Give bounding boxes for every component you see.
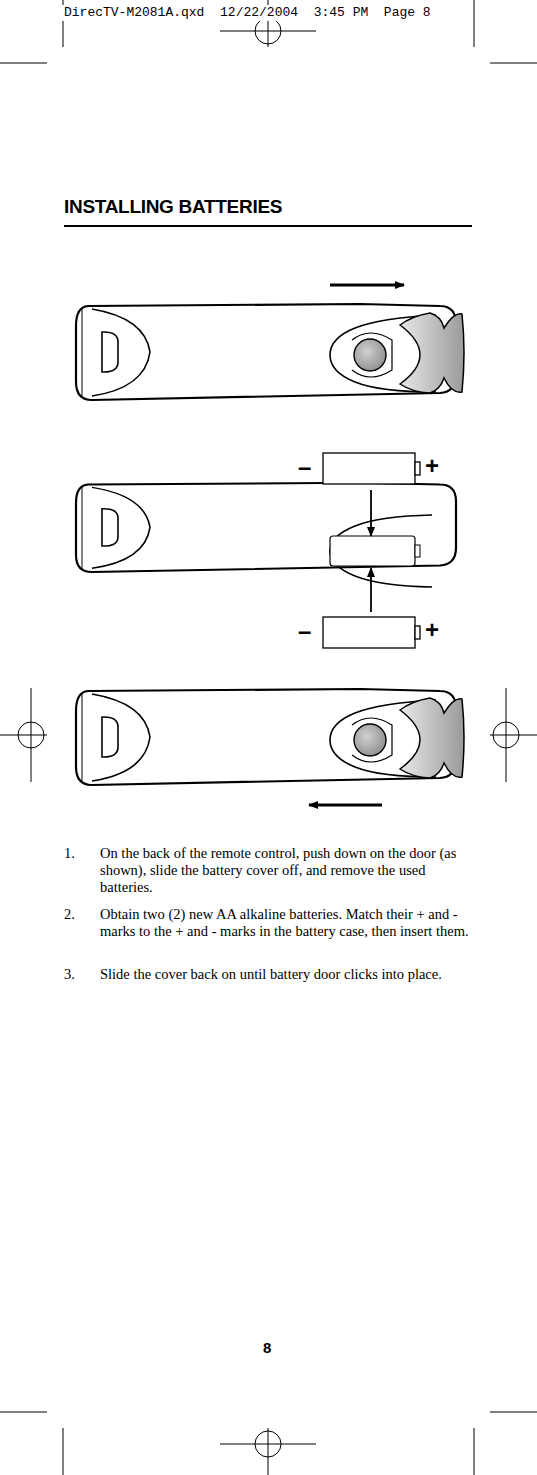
step-number: 2.: [64, 906, 75, 923]
remote-closed: [76, 689, 464, 785]
insert-arrow: [370, 490, 372, 536]
minus-mark: –: [298, 618, 311, 644]
title-rule: [64, 225, 472, 227]
plus-mark: +: [425, 617, 439, 643]
battery-compartment: [330, 515, 432, 587]
file-header: DirecTV-M2081A.qxd 12/22/2004 3:45 PM Pa…: [62, 5, 433, 21]
slide-arrow: [330, 284, 404, 287]
step-number: 3.: [64, 966, 75, 983]
step-text: On the back of the remote control, push …: [100, 845, 475, 896]
slide-arrow: [309, 804, 382, 807]
step-number: 1.: [64, 845, 75, 862]
page-title: INSTALLING BATTERIES: [64, 195, 282, 219]
remote-closed: [76, 304, 464, 400]
step-text: Obtain two (2) new AA alkaline batteries…: [100, 906, 475, 940]
minus-mark: –: [298, 454, 311, 480]
step-text: Slide the cover back on until battery do…: [100, 966, 475, 983]
remote-open: [76, 483, 456, 572]
insert-arrow: [370, 568, 372, 612]
plus-mark: +: [425, 453, 439, 479]
battery: [323, 453, 420, 648]
page-number: 8: [263, 1339, 271, 1357]
